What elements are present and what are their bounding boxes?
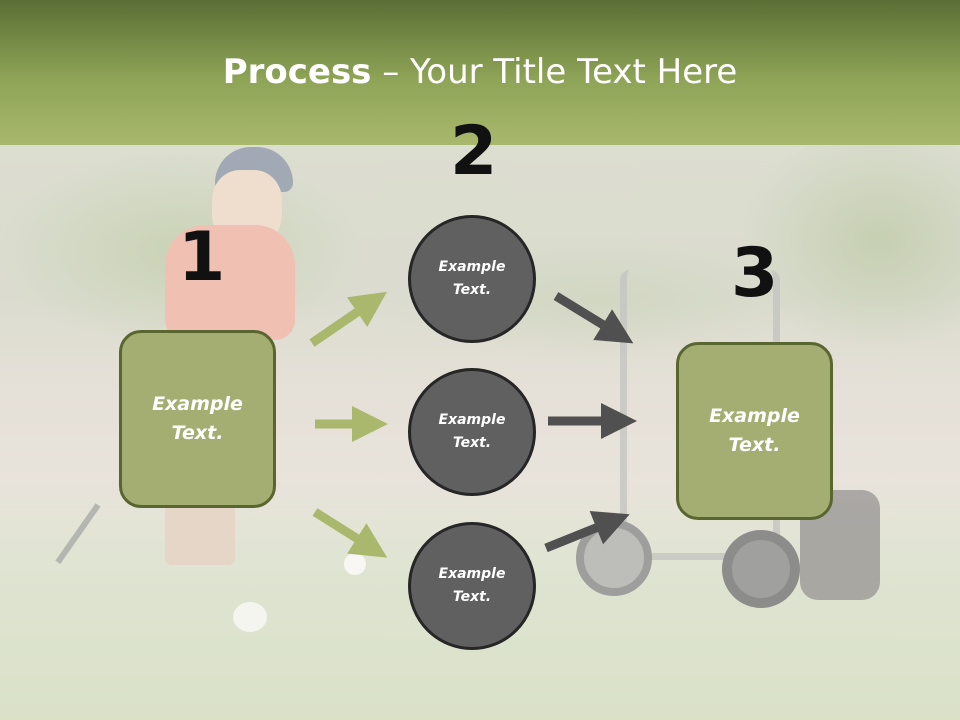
left-text-box[interactable]: Example Text. [119, 330, 276, 508]
arrow-top-to-right [553, 292, 634, 344]
circle-bottom[interactable]: Example Text. [408, 522, 536, 650]
right-text-box[interactable]: Example Text. [676, 342, 833, 520]
title-rest: – Your Title Text Here [371, 52, 738, 92]
step-number-3: 3 [731, 234, 779, 313]
arrow-bottom-to-right [544, 511, 630, 553]
title-bar [0, 0, 960, 145]
left-box-text: Example Text. [152, 393, 243, 444]
title-bold: Process [222, 52, 372, 92]
arrow-left-to-bottom [312, 508, 388, 558]
step-number-2: 2 [450, 112, 498, 191]
right-box-text: Example Text. [709, 405, 800, 456]
arrow-left-to-top [309, 291, 387, 347]
circle-top-text: Example Text. [438, 259, 506, 298]
circle-top[interactable]: Example Text. [408, 215, 536, 343]
step-number-1: 1 [178, 218, 226, 297]
circle-middle[interactable]: Example Text. [408, 368, 536, 496]
circle-middle-text: Example Text. [438, 412, 506, 451]
circle-bottom-text: Example Text. [438, 566, 506, 605]
slide-title[interactable]: Process – Your Title Text Here [0, 52, 960, 92]
